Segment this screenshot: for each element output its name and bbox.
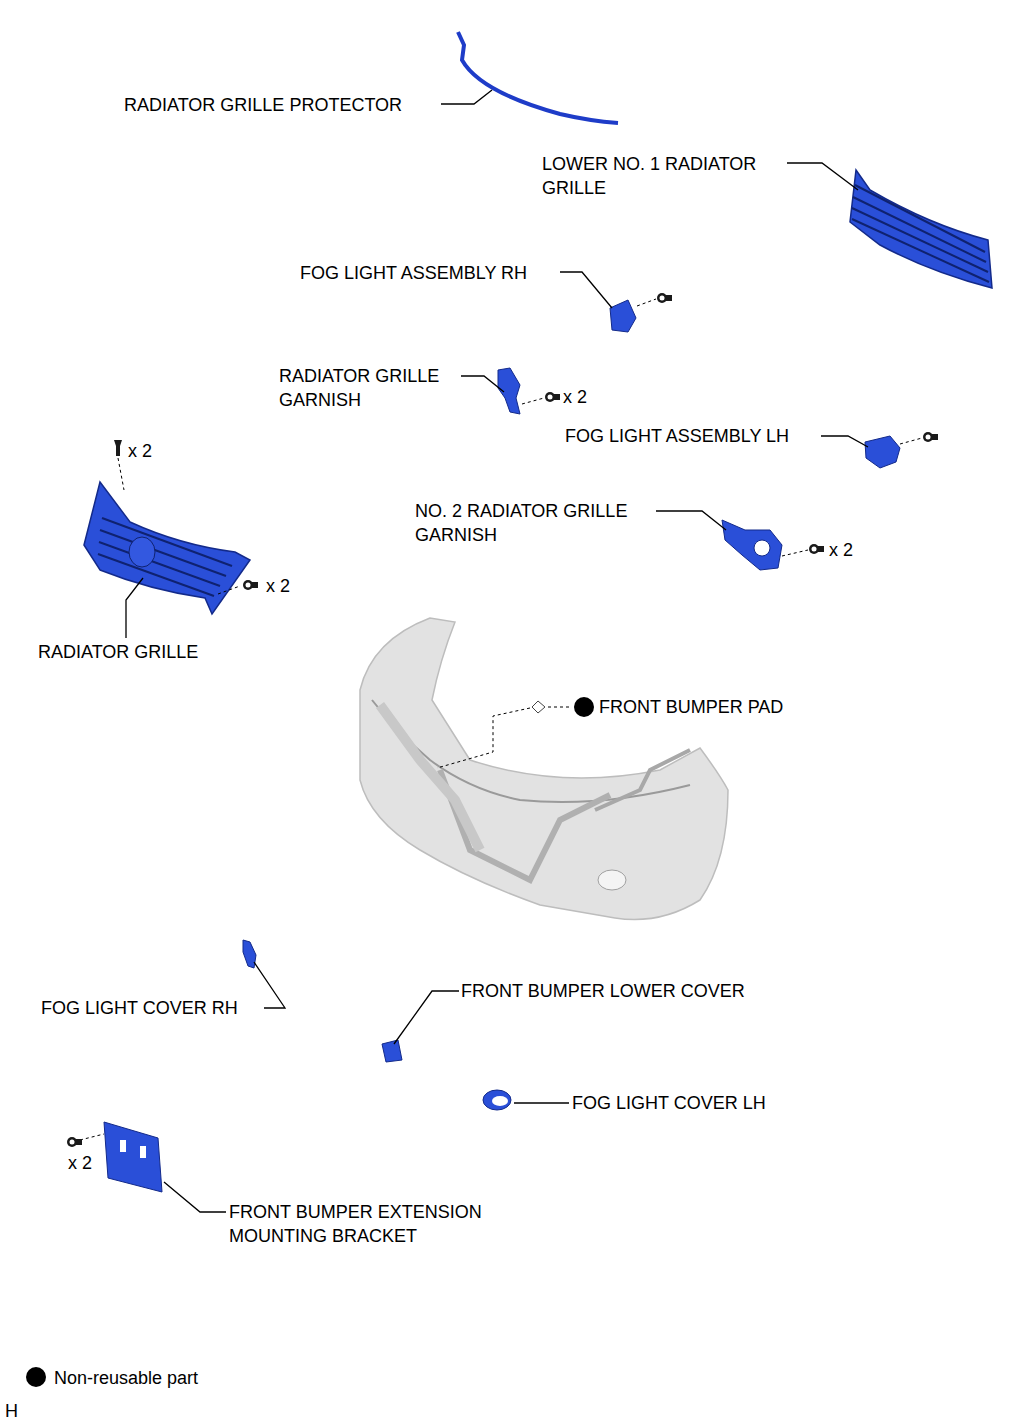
quantity-label: H xyxy=(5,1399,18,1422)
lower-grille xyxy=(850,170,992,288)
fog-cover xyxy=(243,940,256,968)
radiator-grille xyxy=(84,482,250,614)
quantity-label: x 2 xyxy=(563,385,587,409)
part-name: RADIATOR GRILLE PROTECTOR xyxy=(124,93,402,117)
part-name: FOG LIGHT ASSEMBLY LH xyxy=(565,424,789,448)
part-name: FOG LIGHT COVER RH xyxy=(41,996,238,1020)
fog-light xyxy=(610,300,636,332)
part-name: FOG LIGHT ASSEMBLY RH xyxy=(300,261,527,285)
part-name: LOWER NO. 1 RADIATOR GRILLE xyxy=(542,152,792,200)
grille-protector xyxy=(458,32,618,123)
quantity-label: x 2 xyxy=(266,574,290,598)
mounting-bracket xyxy=(104,1122,162,1192)
legend-text: Non-reusable part xyxy=(54,1366,198,1390)
grille-garnish xyxy=(722,520,782,570)
non-reusable-mark xyxy=(574,697,594,717)
part-name: FOG LIGHT COVER LH xyxy=(572,1091,766,1115)
fog-cover xyxy=(483,1090,511,1110)
quantity-label: x 2 xyxy=(68,1151,92,1175)
part-name: FRONT BUMPER PAD xyxy=(599,695,783,719)
part-name: RADIATOR GRILLE xyxy=(38,640,198,664)
part-name: FRONT BUMPER EXTENSION MOUNTING BRACKET xyxy=(229,1200,519,1248)
part-name: FRONT BUMPER LOWER COVER xyxy=(461,979,745,1003)
fog-light xyxy=(865,436,900,468)
quantity-label: x 2 xyxy=(829,538,853,562)
front-bumper xyxy=(360,618,728,920)
leader-lines xyxy=(126,90,868,1212)
legend-swatch xyxy=(26,1367,46,1387)
lower-cover xyxy=(382,1040,402,1062)
part-name: RADIATOR GRILLE GARNISH xyxy=(279,364,464,412)
quantity-label: x 2 xyxy=(128,439,152,463)
part-name: NO. 2 RADIATOR GRILLE GARNISH xyxy=(415,499,660,547)
grille-garnish xyxy=(498,368,520,414)
